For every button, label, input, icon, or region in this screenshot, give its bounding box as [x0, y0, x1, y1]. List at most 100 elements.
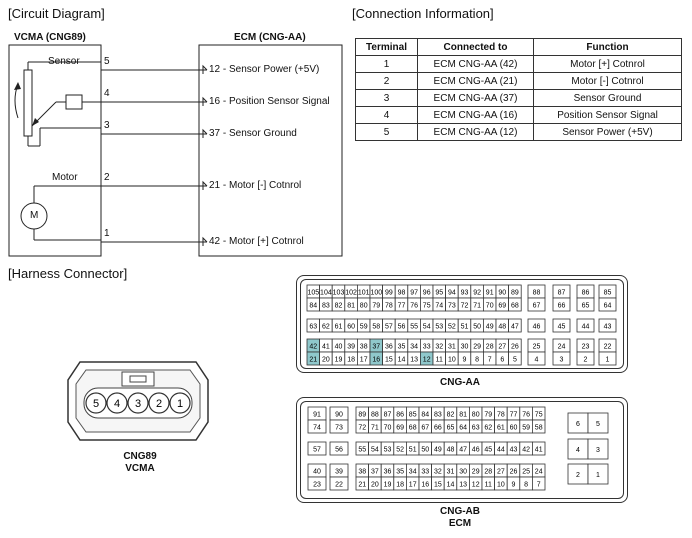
pin-cell: 39 — [344, 338, 358, 353]
pin-cell: 41 — [319, 338, 333, 353]
pin-cell: 56 — [394, 318, 409, 333]
pin-number: 30 — [459, 469, 467, 476]
pin-number: 84 — [421, 412, 429, 419]
pin-cell: 40 — [307, 463, 327, 478]
pin-cell: 24 — [531, 463, 546, 478]
pin-number: 12 — [423, 357, 431, 364]
pin-number: 7 — [537, 482, 541, 489]
pin-cell: 42 — [306, 338, 321, 353]
pin-number: 21 — [358, 482, 366, 489]
pin-number: 77 — [398, 303, 406, 310]
circuit-diagram — [8, 44, 343, 257]
pin-cell: 4 — [567, 438, 589, 460]
pin-cell: 52 — [445, 318, 459, 333]
pin-number: 54 — [423, 324, 431, 331]
pin-cell: 85 — [406, 406, 420, 421]
pin-number: 29 — [472, 469, 480, 476]
pin-number: 46 — [533, 324, 541, 331]
pin-cell: 5 — [587, 412, 609, 434]
pin-number: 42 — [309, 344, 317, 351]
pin-cell: 22 — [329, 476, 349, 491]
pin-cell: 37 — [369, 338, 384, 353]
pin-number: 71 — [371, 425, 379, 432]
pin-cell: 76 — [519, 406, 533, 421]
pin-cell: 47 — [456, 441, 470, 456]
pin-cell: 19 — [331, 351, 346, 366]
pin-cell: 21 — [306, 351, 321, 366]
pin-cell: 33 — [418, 463, 433, 478]
pin-number: 6 — [576, 421, 580, 428]
pin-label: 2 — [104, 172, 110, 183]
pin-number: 83 — [322, 303, 330, 310]
table-row: 5 ECM CNG-AA (12) Sensor Power (+5V) — [355, 123, 682, 141]
pin-number: 71 — [473, 303, 481, 310]
pin-cell: 25 — [527, 338, 546, 353]
pin-number: 24 — [535, 469, 543, 476]
pin-cell: 87 — [380, 406, 395, 421]
pin-cell: 86 — [393, 406, 407, 421]
ecm-header: ECM (CNG-AA) — [234, 32, 306, 43]
table-row: 3 ECM CNG-AA (37) Sensor Ground — [355, 89, 682, 107]
pin-cell: 101 — [357, 284, 371, 299]
pin-number: 61 — [497, 425, 505, 432]
pin-number: 23 — [313, 482, 321, 489]
pin-number: 46 — [472, 447, 480, 454]
pin-cell: 7 — [531, 476, 546, 491]
pin-cell: 6 — [567, 412, 589, 434]
terminal-cell: 1 — [355, 55, 418, 73]
pin-cell: 30 — [457, 338, 472, 353]
pin-cell: 10 — [445, 351, 459, 366]
pin-number: 6 — [500, 357, 504, 364]
pin-cell: 67 — [418, 419, 433, 434]
cng89-caption: CNG89 — [123, 451, 157, 462]
pin-cell: 52 — [393, 441, 407, 456]
pin-number: 102 — [345, 290, 357, 297]
pin-number: 76 — [522, 412, 530, 419]
pin-cell: 29 — [468, 463, 483, 478]
pin-cell: 34 — [407, 338, 421, 353]
pin-cell: 73 — [445, 297, 459, 312]
pin-number: 59 — [360, 324, 368, 331]
pin-number: 48 — [447, 447, 455, 454]
pin-number: 82 — [335, 303, 343, 310]
pin-cell: 17 — [357, 351, 371, 366]
pin-number: 14 — [447, 482, 455, 489]
pin-number: 35 — [396, 469, 404, 476]
pin-number: 72 — [461, 303, 469, 310]
pin-cell: 65 — [443, 419, 458, 434]
pin-number: 69 — [498, 303, 506, 310]
circuit-diagram-title: [Circuit Diagram] — [8, 6, 105, 21]
pin-number: 22 — [604, 344, 612, 351]
pin-number: 78 — [497, 412, 505, 419]
pin-cell: 38 — [355, 463, 370, 478]
pin-cell: 48 — [443, 441, 458, 456]
pin-cell: 90 — [329, 406, 349, 421]
pin-cell: 83 — [319, 297, 333, 312]
pin-number: 72 — [358, 425, 366, 432]
pin-number: 4 — [576, 447, 580, 454]
pin-cell: 97 — [407, 284, 421, 299]
pin-number: 42 — [522, 447, 530, 454]
pin-number: 3 — [560, 357, 564, 364]
pin-cell: 19 — [380, 476, 395, 491]
pin-cell: 72 — [355, 419, 370, 434]
pin-number: 26 — [511, 344, 519, 351]
pin-cell: 98 — [394, 284, 409, 299]
cng-aa-outer — [296, 275, 628, 373]
pin-cell: 99 — [382, 284, 396, 299]
pin-number: 16 — [372, 357, 380, 364]
pin-number: 57 — [385, 324, 393, 331]
pin-number: 91 — [313, 412, 321, 419]
pin-number: 10 — [497, 482, 505, 489]
pin-cell: 38 — [357, 338, 371, 353]
pin-cell: 95 — [432, 284, 447, 299]
pin-number: 40 — [313, 469, 321, 476]
pin-cell: 91 — [482, 284, 497, 299]
pin-cell: 59 — [519, 419, 533, 434]
pin-cell: 90 — [495, 284, 510, 299]
pin-cell: 58 — [369, 318, 384, 333]
pin-cell: 79 — [481, 406, 496, 421]
pin-label: 3 — [104, 120, 110, 131]
cng-ab-caption: CNG-AB — [440, 506, 480, 517]
